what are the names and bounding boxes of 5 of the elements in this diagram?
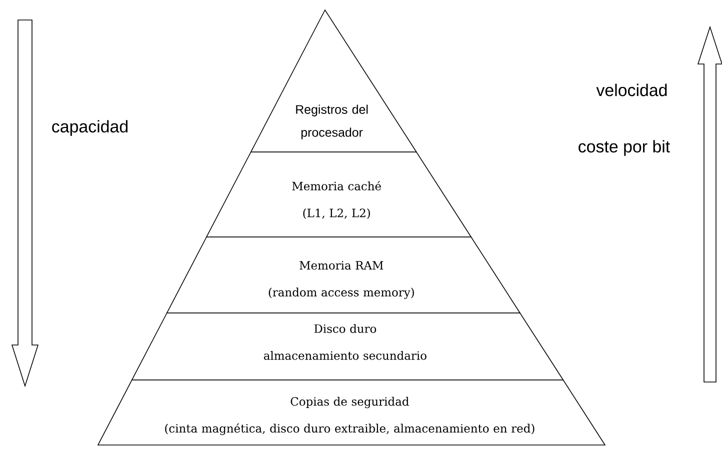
- node-label: Copias de seguridad: [290, 396, 409, 408]
- node-label: (cinta magnética, disco duro extraible, almacenamiento en red): [165, 423, 534, 436]
- side-label: coste por bit: [578, 140, 670, 156]
- side-label: velocidad: [596, 84, 667, 96]
- side-label: capacidad: [52, 120, 128, 136]
